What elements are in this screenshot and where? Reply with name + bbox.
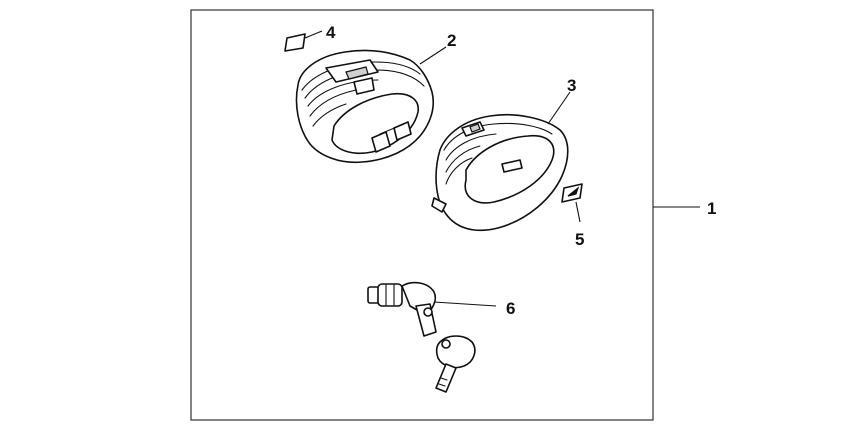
diagram-frame <box>190 9 654 421</box>
part-5-emblem <box>561 183 583 223</box>
callout-5: 5 <box>575 230 584 249</box>
part-2-left-saddlebag <box>295 46 447 164</box>
callout-6: 6 <box>506 299 515 318</box>
callout-2: 2 <box>447 31 456 50</box>
callout-1: 1 <box>707 199 716 218</box>
callout-4: 4 <box>326 23 336 42</box>
callout-3: 3 <box>567 76 576 95</box>
part-3-right-saddlebag <box>431 91 571 232</box>
part-6-lock-and-keys <box>367 281 497 393</box>
part-4-emblem <box>284 30 323 52</box>
